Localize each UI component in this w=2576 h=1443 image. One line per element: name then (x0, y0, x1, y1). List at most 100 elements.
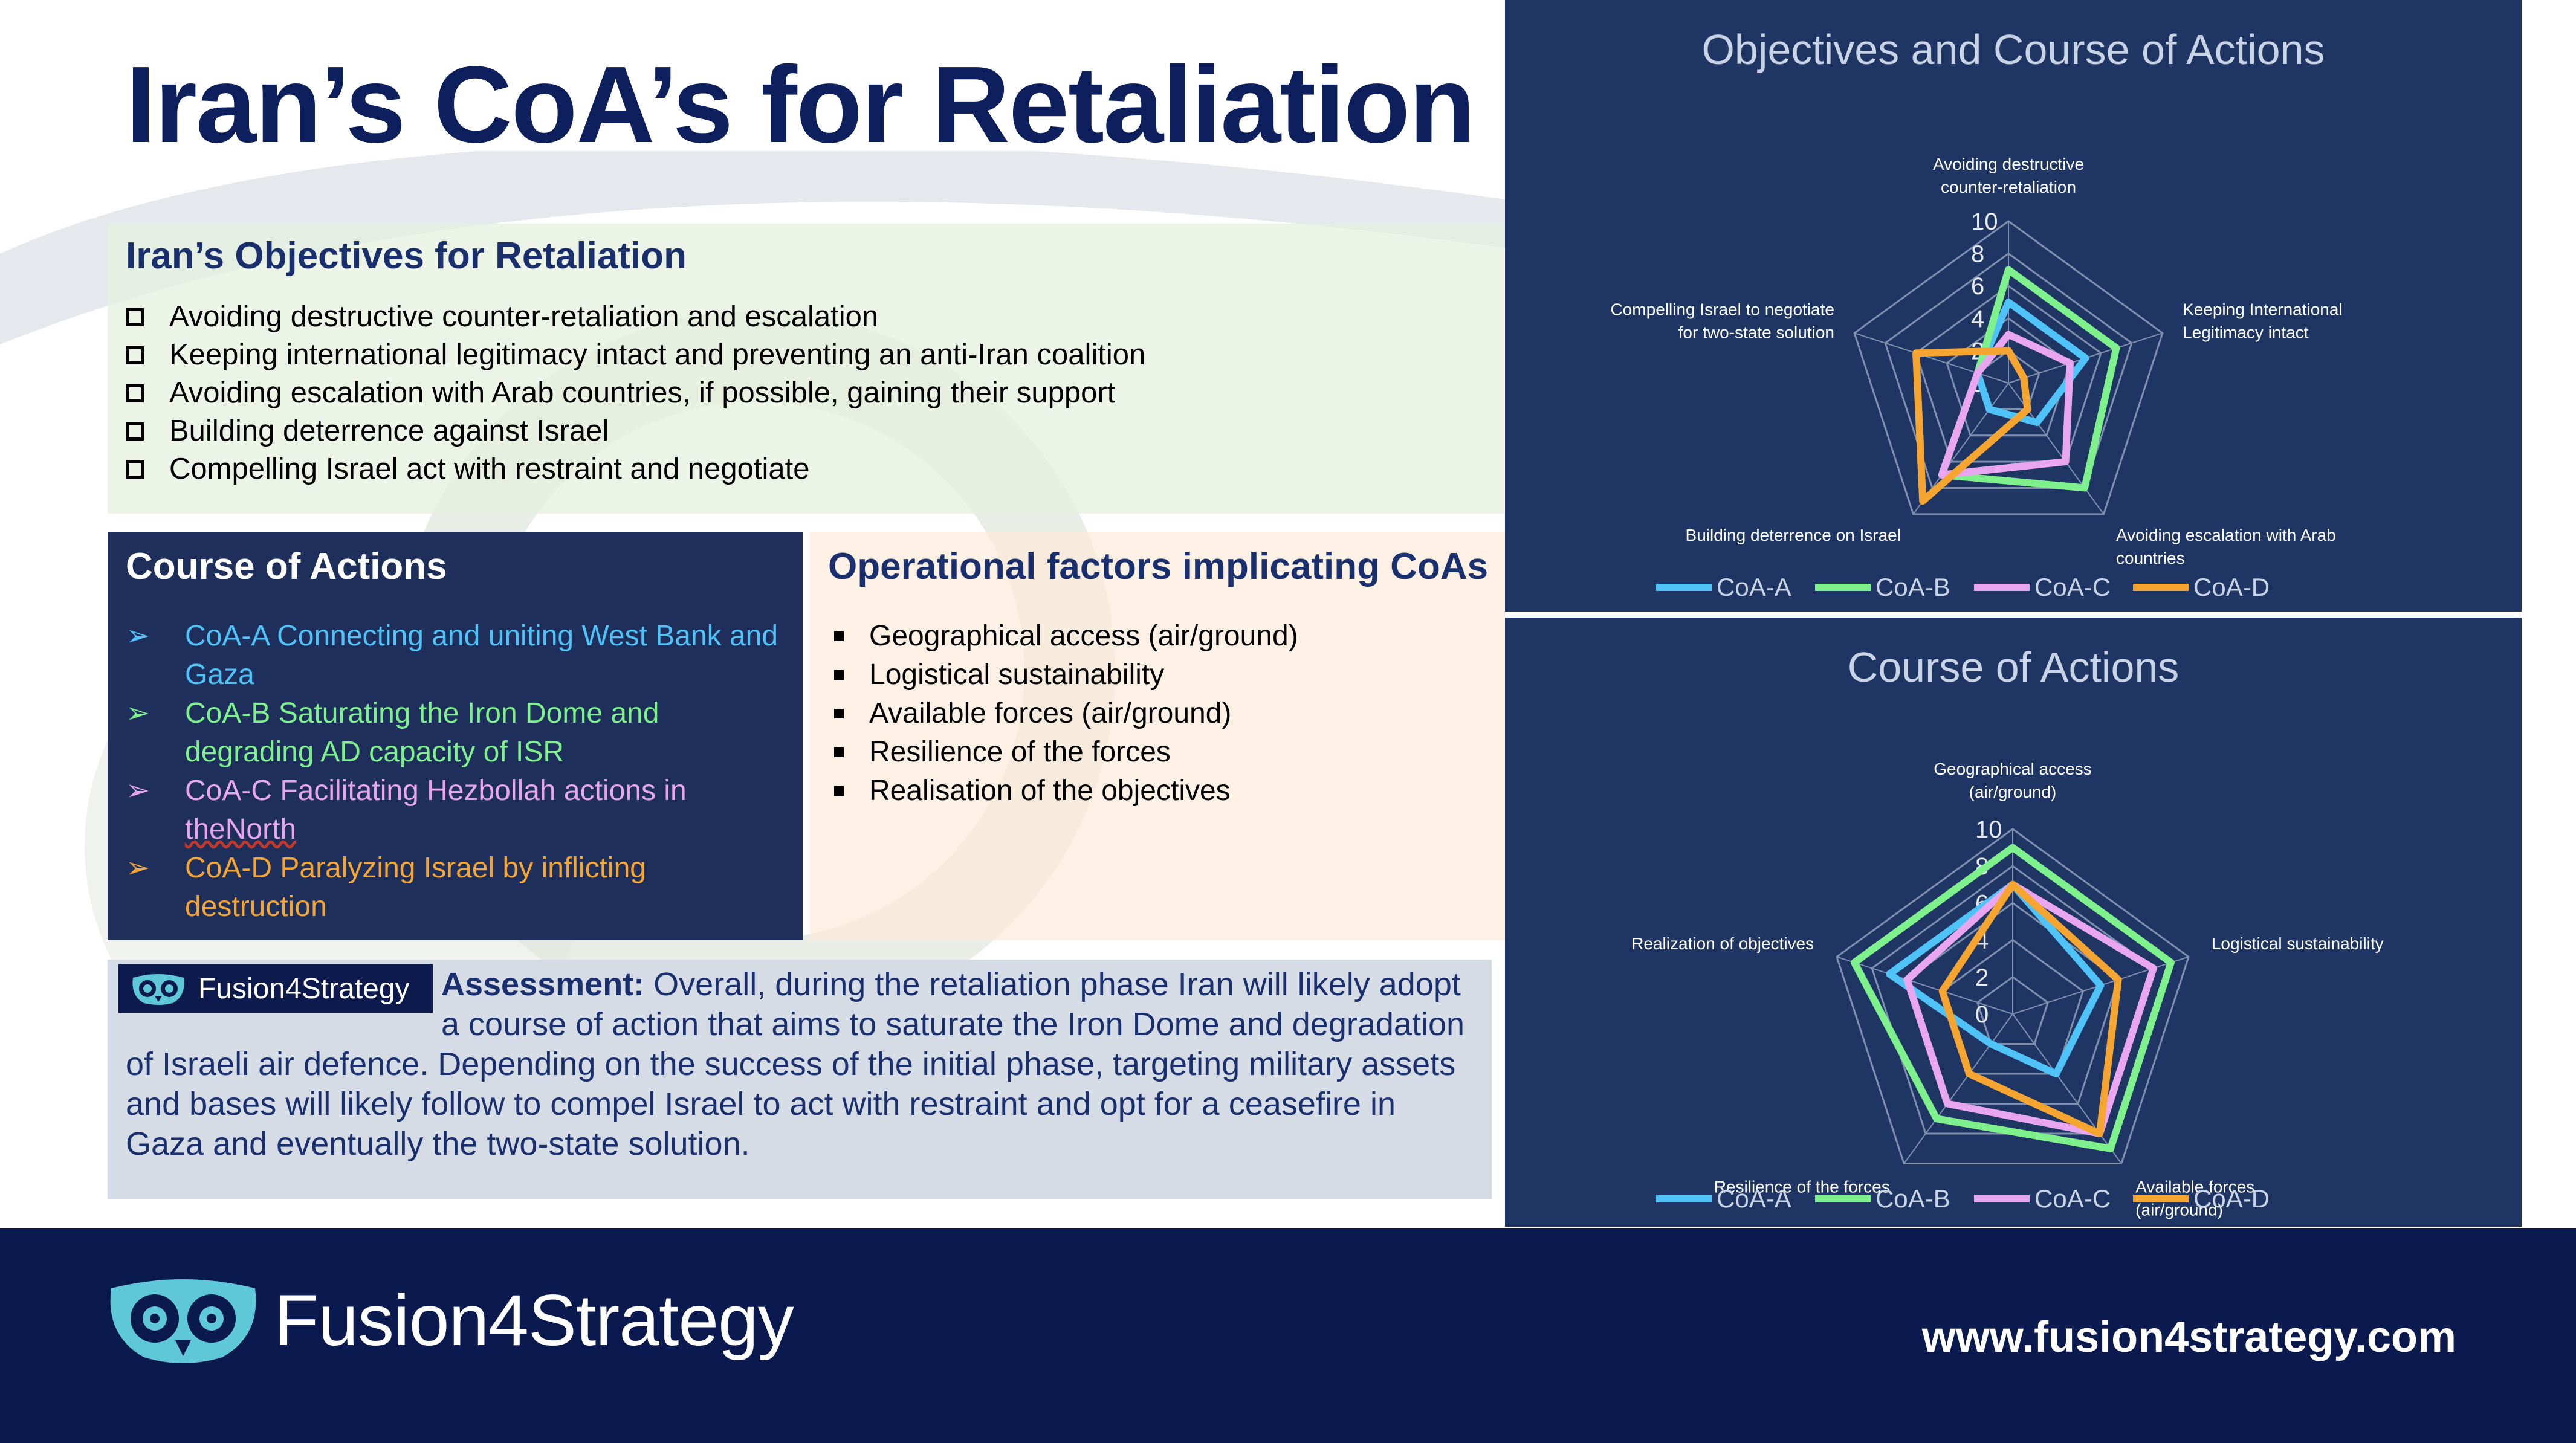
factor-item: Resilience of the forces (828, 733, 1487, 772)
footer-url-link[interactable]: www.fusion4strategy.com (1921, 1313, 2456, 1361)
checkbox-icon (126, 308, 144, 326)
grid-spoke (2012, 1013, 2122, 1164)
coa-item-a: ➢ CoA-A Connecting and uniting West Bank… (126, 617, 785, 694)
footer-logo: Fusion4Strategy (108, 1275, 794, 1366)
legend-label: CoA-A (1717, 1184, 1791, 1213)
objective-item: Compelling Israel act with restraint and… (126, 450, 1486, 488)
category-label: Compelling Israel to negotiate (1611, 300, 1834, 318)
owl-logo-icon (132, 974, 184, 1005)
factor-text: Realisation of the objectives (869, 775, 1231, 807)
category-label: Avoiding escalation with Arab (2116, 526, 2336, 544)
category-label: counter-retaliation (1941, 178, 2076, 196)
assessment-logo-text: Fusion4Strategy (198, 972, 410, 1005)
grid-ring (1976, 975, 2049, 1045)
assessment-label: Assessment: (441, 966, 645, 1002)
legend-label: CoA-C (2034, 1184, 2111, 1213)
operational-factors-heading: Operational factors implicating CoAs (828, 546, 1489, 587)
legend-label: CoA-B (1875, 573, 1950, 601)
category-label: Geographical access (1934, 760, 2091, 778)
checkbox-icon (126, 460, 144, 479)
category-label: Available forces (2135, 1178, 2254, 1196)
coa-item-d: ➢ CoA-D Paralyzing Israel by inflicting … (126, 849, 785, 926)
objective-text: Avoiding destructive counter-retaliation… (169, 300, 879, 333)
series-line-coa-d (1938, 880, 2122, 1138)
factor-text: Geographical access (air/ground) (869, 620, 1298, 652)
legend-label: CoA-A (1717, 573, 1791, 601)
category-label: Building deterrence on Israel (1686, 526, 1901, 544)
factor-text: Resilience of the forces (869, 736, 1171, 768)
checkbox-icon (126, 346, 144, 364)
coa-item-b: ➢ CoA-B Saturating the Iron Dome and deg… (126, 694, 785, 772)
category-label: (air/ground) (2135, 1201, 2223, 1219)
footer-brand: Fusion4Strategy (274, 1280, 794, 1361)
grid-ring (1941, 938, 2085, 1075)
objective-item: Avoiding destructive counter-retaliation… (126, 298, 1486, 336)
arrow-icon: ➢ (126, 620, 150, 652)
square-bullet-icon (834, 709, 844, 718)
checkbox-icon (126, 422, 144, 441)
page-title: Iran’s CoA’s for Retaliation (126, 44, 1475, 166)
legend-label: CoA-D (2193, 1184, 2270, 1213)
coa-text: degrading AD capacity of ISR (185, 736, 565, 768)
grid-spoke (1836, 956, 2013, 1015)
objective-text: Compelling Israel act with restraint and… (169, 453, 810, 485)
chart-title: Course of Actions (1848, 644, 2180, 691)
assessment-text: Assessment: Overall, during the retaliat… (126, 964, 1474, 1164)
category-label: Keeping International (2183, 300, 2343, 318)
grid-spoke (1854, 332, 2009, 384)
operational-factors-list: Geographical access (air/ground) Logisti… (828, 617, 1487, 810)
owl-logo-icon (110, 1279, 256, 1363)
tick-label: 10 (1975, 816, 2002, 843)
series-line-coa-b (1938, 266, 2120, 492)
coa-item-c: ➢ CoA-C Facilitating Hezbollah actions i… (126, 772, 785, 849)
objective-item: Avoiding escalation with Arab countries,… (126, 374, 1486, 412)
series-line-coa-c (1903, 880, 2157, 1138)
grid-ring (1853, 220, 2164, 515)
tick-label: 2 (1975, 964, 1989, 991)
assessment-logo: Fusion4Strategy (118, 964, 433, 1013)
category-label: for two-state solution (1678, 323, 1834, 341)
objective-item: Keeping international legitimacy intact … (126, 336, 1486, 374)
factor-text: Logistical sustainability (869, 659, 1165, 691)
coa-text: Gaza (185, 659, 254, 691)
tick-label: 0 (1975, 1001, 1989, 1028)
legend-label: CoA-C (2034, 573, 2111, 601)
grid-spoke (1903, 1013, 2013, 1164)
assessment-body: Overall, during the retaliation phase Ir… (126, 966, 1465, 1162)
category-label: Resilience of the forces (1714, 1178, 1890, 1196)
grid-ring (1836, 828, 2190, 1165)
category-label: Realization of objectives (1631, 934, 1814, 953)
legend-label: CoA-B (1875, 1184, 1950, 1213)
objectives-list: Avoiding destructive counter-retaliation… (126, 298, 1486, 488)
series-line-coa-b (1851, 844, 2175, 1152)
assessment-panel: Fusion4Strategy Assessment: Overall, dur… (108, 960, 1492, 1199)
coa-heading: Course of Actions (126, 546, 447, 587)
objective-text: Avoiding escalation with Arab countries,… (169, 376, 1116, 409)
tick-label: 4 (1971, 306, 1984, 332)
coa-text: CoA-B Saturating the Iron Dome and (185, 697, 659, 729)
objective-item: Building deterrence against Israel (126, 412, 1486, 450)
objectives-heading: Iran’s Objectives for Retaliation (126, 235, 687, 277)
square-bullet-icon (834, 631, 844, 641)
tick-label: 10 (1971, 208, 1998, 235)
factor-item: Logistical sustainability (828, 656, 1487, 694)
coa-text: theNorth (185, 813, 297, 845)
objective-text: Building deterrence against Israel (169, 415, 609, 447)
square-bullet-icon (834, 786, 844, 796)
footer-bar (0, 1228, 2576, 1443)
coa-text: CoA-D Paralyzing Israel by inflicting (185, 852, 646, 884)
arrow-icon: ➢ (126, 697, 150, 729)
category-label: (air/ground) (1969, 783, 2057, 801)
square-bullet-icon (834, 670, 844, 680)
checkbox-icon (126, 384, 144, 402)
square-bullet-icon (834, 747, 844, 757)
grid-ring (1915, 285, 2102, 463)
factor-item: Realisation of the objectives (828, 772, 1487, 810)
chart-title: Objectives and Course of Actions (1701, 26, 2325, 73)
category-label: Avoiding destructive (1933, 155, 2084, 173)
category-label: countries (2116, 549, 2185, 567)
operational-factors-panel: Operational factors implicating CoAs Geo… (810, 532, 1505, 940)
course-of-actions-panel: Course of Actions ➢ CoA-A Connecting and… (108, 532, 803, 940)
series-line-coa-a (1886, 880, 2105, 1078)
category-label: Logistical sustainability (2212, 934, 2384, 953)
